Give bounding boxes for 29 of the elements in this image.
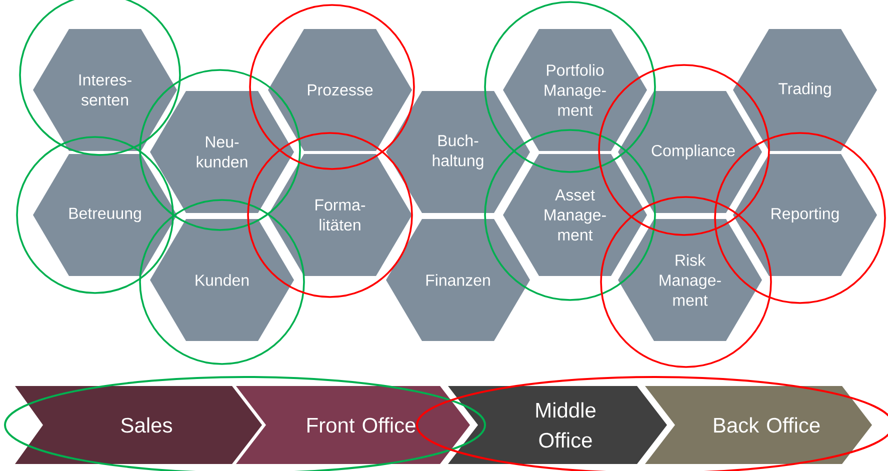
hexagon: Neu- kunden [150,91,294,213]
hexagon: Risk Manage- ment [618,219,762,341]
hexagon: Betreuung [33,154,177,276]
hexagon: Reporting [733,154,877,276]
process-step: Back Office [645,386,872,464]
node-label: Kunden [196,274,249,286]
hexagon: Portfolio Manage- ment [503,29,647,151]
node-label: Forma- litäten [316,199,366,231]
node-label: Betreuung [69,208,141,222]
node-label: Compliance [652,144,735,160]
process-step: Sales [15,386,262,464]
process-step: Front Office [236,386,470,464]
node-label: Portfolio Manage- ment [544,64,606,116]
hexagon: Compliance [618,91,762,213]
hexagon: Prozesse [268,29,412,151]
node-label: Prozesse [308,84,373,96]
process-step: Middle Office [448,386,667,464]
hexagon: Kunden [150,219,294,341]
hexagon: Trading [733,29,877,151]
hexagon: Finanzen [386,219,530,341]
node-label: Neu- kunden [196,136,248,168]
node-label: Reporting [772,208,839,222]
node-label: Asset Manage- ment [544,189,606,241]
hexagon: Forma- litäten [268,154,412,276]
hexagon: Asset Manage- ment [503,154,647,276]
node-label: Buch- haltung [432,134,484,170]
hexagon: Interes- senten [33,29,177,151]
hexagon: Buch- haltung [386,91,530,213]
node-label: Risk Manage- ment [660,254,721,306]
